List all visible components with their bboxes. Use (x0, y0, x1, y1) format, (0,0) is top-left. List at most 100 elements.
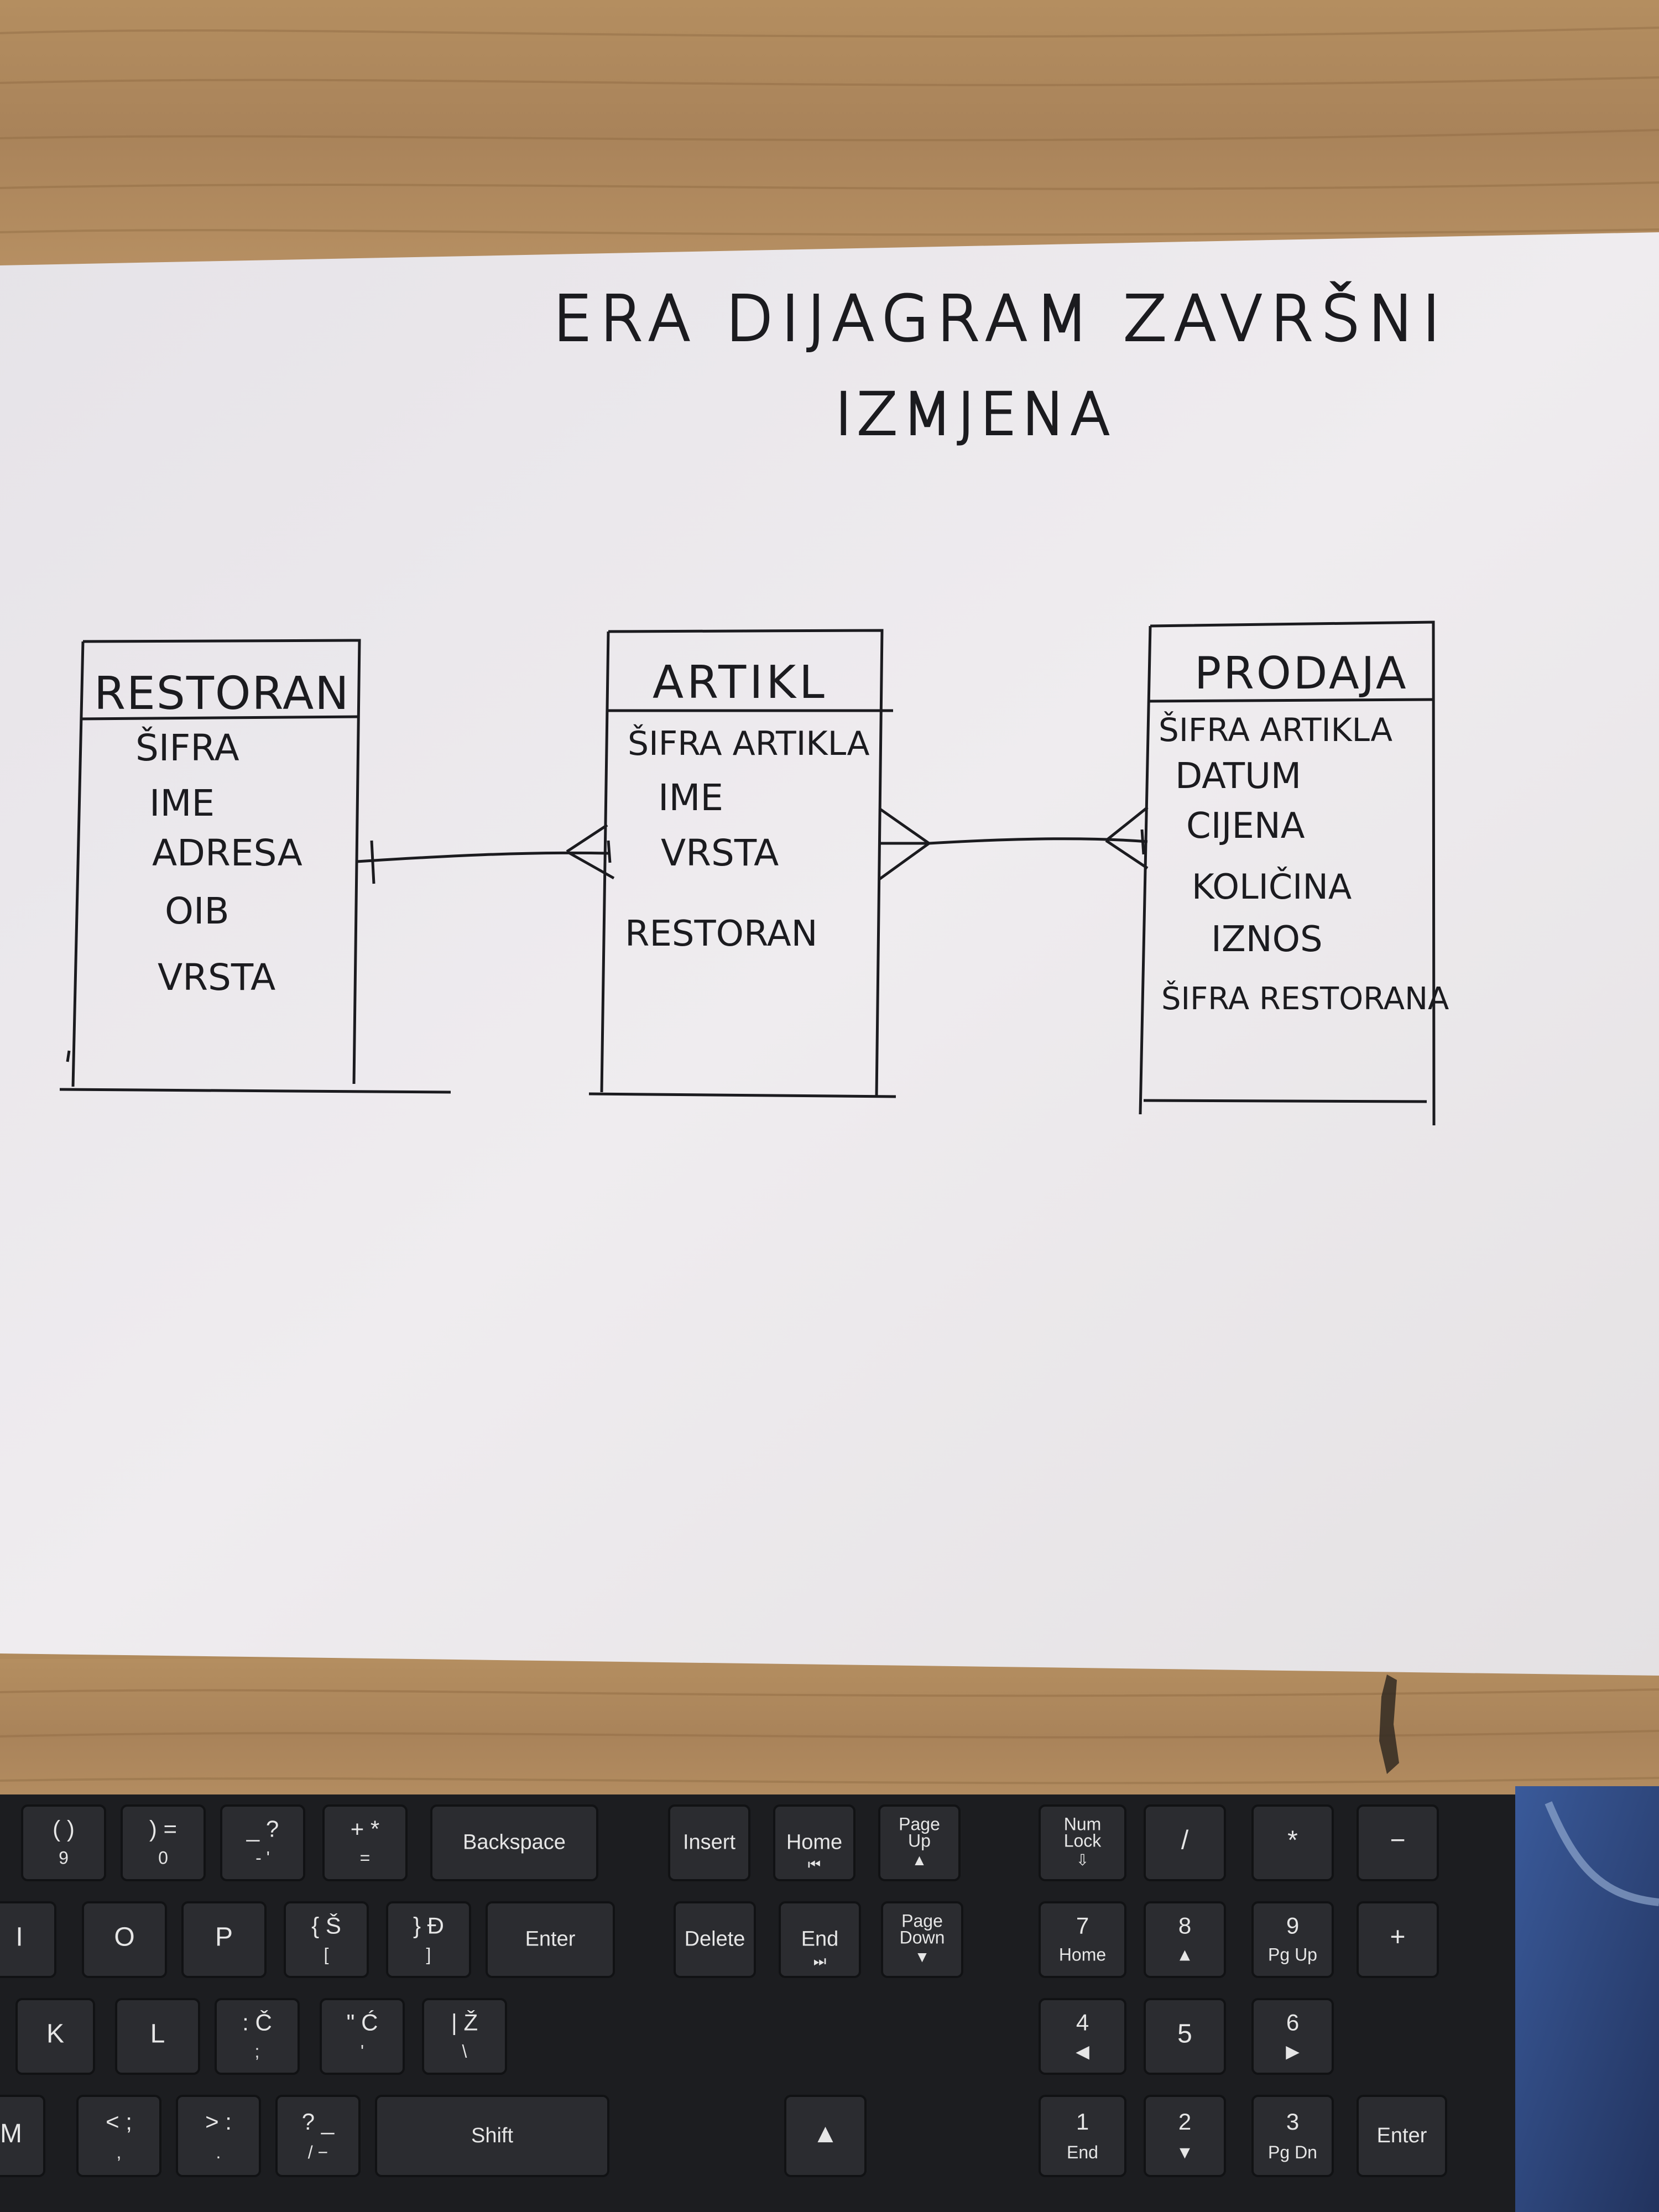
attribute-sifra-restorana: ŠIFRA RESTORANA (1161, 981, 1449, 1017)
key-label-secondary: Lock (1064, 1830, 1102, 1850)
key-label: Page (899, 1814, 940, 1834)
key-cap (1039, 1804, 1126, 1881)
key-label: End (801, 1927, 839, 1950)
mousepad-graphic (1545, 1801, 1659, 1906)
keyboard-key: ( )9 (21, 1804, 106, 1881)
key-cap (1144, 1998, 1226, 2075)
key-label: Backspace (463, 1830, 566, 1854)
key-cap (375, 2095, 609, 2177)
wood-grain-bottom (0, 1688, 1659, 1785)
key-cap (878, 1804, 961, 1881)
keyboard-key: M (0, 2095, 45, 2177)
key-top-legend: 6 (1286, 2010, 1299, 2036)
key-cap (121, 1804, 206, 1881)
key-bottom-legend: ▼ (1176, 2142, 1194, 2162)
attribute-adresa: ADRESA (152, 832, 302, 874)
keyboard-key: : Č; (215, 1998, 300, 2075)
key-cap (1251, 1998, 1334, 2075)
key-bottom-legend: ▲ (1176, 1944, 1194, 1964)
relationship-artikl-prodaja (878, 806, 1149, 881)
keyboard-key: 9Pg Up (1251, 1901, 1334, 1978)
attribute-vrsta: VRSTA (661, 832, 779, 874)
key-cap (76, 2095, 161, 2177)
key-top-legend: < ; (106, 2109, 132, 2135)
key-cap (322, 1804, 408, 1881)
key-cap (82, 1901, 167, 1978)
relationship-restoran-artikl (356, 823, 615, 884)
attribute-sifra-artikla: ŠIFRA ARTIKLA (1159, 711, 1392, 749)
key-bottom-legend: 9 (59, 1848, 69, 1867)
entity-restoran-name: RESTORAN (94, 667, 350, 720)
key-cap (1251, 2095, 1334, 2177)
attribute-cijena: CIJENA (1186, 806, 1305, 847)
keyboard-key: / (1144, 1804, 1226, 1881)
key-top-legend: + * (351, 1816, 380, 1842)
key-bottom-legend: Pg Up (1268, 1944, 1317, 1964)
key-bottom-legend: . (216, 2142, 221, 2162)
keyboard-key: | Ž\ (422, 1998, 507, 2075)
dark-stain (1379, 1674, 1399, 1774)
key-cap (0, 1901, 56, 1978)
key-cap (15, 1998, 95, 2075)
key-label: Shift (471, 2124, 513, 2147)
attribute-ime: IME (149, 782, 215, 825)
key-cap (115, 1998, 200, 2075)
key-top-legend: _ ? (246, 1816, 279, 1842)
key-bottom-legend: = (360, 1848, 371, 1867)
key-cap (320, 1998, 405, 2075)
keyboard-key: Backspace (430, 1804, 598, 1881)
key-cap (430, 1804, 598, 1881)
key-label: ▲ (812, 2119, 839, 2148)
key-label: Enter (1377, 2124, 1427, 2147)
key-cap (1039, 1901, 1126, 1978)
key-cap (0, 2095, 45, 2177)
attribute-ime: IME (658, 776, 723, 819)
key-cap (1039, 2095, 1126, 2177)
key-cap (386, 1901, 471, 1978)
key-bottom-legend: , (117, 2142, 122, 2162)
keyboard-key: ▲ (784, 2095, 867, 2177)
keyboard-key: 8▲ (1144, 1901, 1226, 1978)
entity-prodaja (1139, 620, 1436, 1126)
key-bottom-legend: ; (255, 2041, 260, 2061)
key-cap (779, 1901, 861, 1978)
attribute-vrsta: VRSTA (158, 956, 275, 999)
key-top-legend: 2 (1178, 2109, 1191, 2135)
key-bottom-legend: ' (361, 2041, 364, 2061)
key-sub-symbol: ⏮ (808, 1856, 821, 1872)
key-bottom-legend: ▶ (1286, 2041, 1300, 2061)
keyboard-key: Home⏮ (773, 1804, 855, 1881)
key-label: * (1287, 1825, 1298, 1855)
keyboard-key: { Š[ (284, 1901, 369, 1978)
key-cap (1144, 1804, 1226, 1881)
key-top-legend: { Š (311, 1913, 341, 1939)
key-cap (275, 2095, 361, 2177)
keyboard-key: ? _/ − (275, 2095, 361, 2177)
key-label: Page (901, 1911, 943, 1931)
diagram-subtitle: IZMJENA (835, 380, 1115, 448)
key-label: + (1390, 1922, 1405, 1952)
keyboard-key: * (1251, 1804, 1334, 1881)
keyboard-key: 2▼ (1144, 2095, 1226, 2177)
key-bottom-legend: ◀ (1076, 2041, 1089, 2061)
attribute-sifra: ŠIFRA (135, 726, 239, 769)
keyboard-key: + (1357, 1901, 1439, 1978)
keyboard-key: Enter (1357, 2095, 1447, 2177)
keyboard-key: − (1357, 1804, 1439, 1881)
keyboard-key: Delete (674, 1901, 756, 1978)
key-label: P (215, 1922, 233, 1952)
key-label: K (46, 2019, 64, 2048)
key-bottom-legend: Home (1059, 1944, 1106, 1964)
keyboard-key: Enter (486, 1901, 615, 1978)
key-label: Insert (683, 1830, 735, 1854)
keyboard-key: I (0, 1901, 56, 1978)
diagram-title: ERA DIJAGRAM ZAVRŠNI (553, 283, 1448, 355)
key-sub-symbol: ▲ (912, 1851, 927, 1869)
key-bottom-legend: 0 (158, 1848, 168, 1867)
keyboard-key: + * = (322, 1804, 408, 1881)
key-cap (1357, 2095, 1447, 2177)
